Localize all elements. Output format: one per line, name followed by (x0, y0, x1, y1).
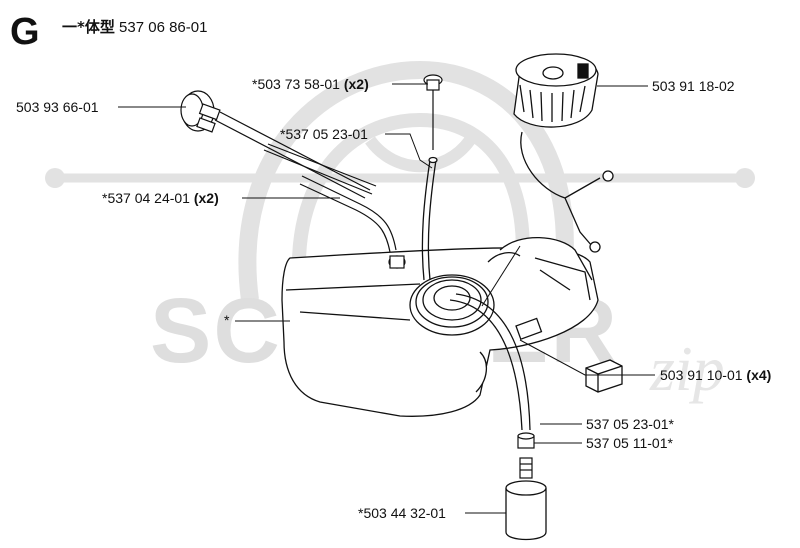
leader-lines (118, 83, 655, 514)
return-hose-drawing (421, 156, 438, 281)
fuel-filter-drawing (505, 480, 547, 541)
breather-valve-drawing (423, 74, 443, 150)
section-title: 一*体型 (62, 18, 115, 36)
callout-qty: (x2) (343, 76, 369, 92)
callout-primer-bulb: 503 93 66-01 (16, 99, 99, 115)
fuel-cap-drawing (513, 53, 614, 253)
primer-bulb-drawing (180, 90, 371, 199)
fuel-hose-pair-drawing (263, 143, 406, 269)
callout-number: 537 05 23-01* (586, 416, 674, 432)
callout-number: * (224, 312, 230, 328)
callout-number: 503 93 66-01 (16, 99, 99, 115)
callout-fuel-cap: 503 91 18-02 (652, 78, 735, 94)
callout-qty: (x2) (193, 190, 219, 206)
callout-qty: (x4) (746, 367, 772, 383)
callout-number: 537 05 11-01* (586, 435, 673, 451)
callout-number: *537 04 24-01 (102, 190, 190, 206)
filler-neck (409, 274, 495, 336)
callout-fuel-hose: 537 05 23-01* (586, 416, 674, 432)
callout-fuel-hose-pair: *537 04 24-01 (x2) (102, 190, 219, 206)
callout-breather-valve: *503 73 58-01 (x2) (252, 76, 369, 92)
watermark-suffix: zip (649, 333, 725, 404)
callout-number: *503 44 32-01 (358, 505, 446, 521)
callout-fuel-tank: * (224, 312, 229, 328)
section-part-number: 537 06 86-01 (119, 19, 208, 36)
callout-number: 503 91 18-02 (652, 78, 735, 94)
callout-number: *503 73 58-01 (252, 76, 340, 92)
section-letter: G (10, 11, 40, 53)
callout-fuel-filter: *503 44 32-01 (358, 505, 446, 521)
callout-number: 503 91 10-01 (660, 367, 743, 383)
callout-return-hose: *537 05 23-01 (280, 126, 368, 142)
callout-rubber-damper: 503 91 10-01 (x4) (660, 367, 771, 383)
callout-number: *537 05 23-01 (280, 126, 368, 142)
watermark (45, 60, 755, 302)
callout-hose-fitting: 537 05 11-01* (586, 435, 673, 451)
rubber-damper-drawing (515, 317, 623, 393)
hose-fitting-drawing (517, 432, 535, 479)
fuel-hose-drawing (449, 293, 531, 431)
section-header: 一*体型 537 06 86-01 (62, 18, 207, 37)
